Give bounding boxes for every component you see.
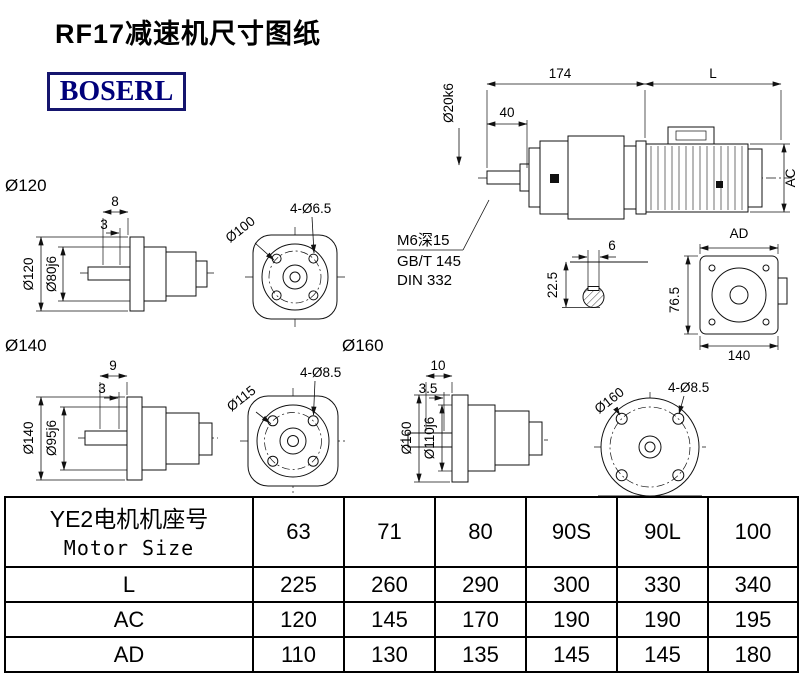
dim-10: 10 [430,358,445,373]
cell-L-100: 340 [707,566,799,603]
page-title: RF17减速机尺寸图纸 [55,19,322,49]
cell-AD-80: 135 [434,636,527,673]
dim-3b: 3 [98,381,106,396]
note-gbt145: GB/T 145 [397,253,461,270]
dim-40: 40 [499,105,514,120]
label-bolt-holes-140: 4-Ø8.5 [300,365,341,380]
cell-AD-100: 180 [707,636,799,673]
dim-140: 140 [728,348,751,363]
table-row-L: L 225 260 290 300 330 340 [4,566,799,603]
cell-AD-90l: 145 [616,636,709,673]
dim-d95j6: Ø95j6 [44,420,59,456]
dim-d120: Ø120 [21,257,36,290]
table-row-AD: AD 110 130 135 145 145 180 [4,636,799,673]
cell-L-80: 290 [434,566,527,603]
label-bolt-holes-160: 4-Ø8.5 [668,380,709,395]
dim-d80j6: Ø80j6 [44,256,59,292]
dim-AC: AC [783,168,798,187]
cell-L-71: 260 [343,566,436,603]
table-row-AC: AC 120 145 170 190 190 195 [4,601,799,638]
cell-AD-90s: 145 [525,636,618,673]
cell-L-90s: 300 [525,566,618,603]
cell-AD-63: 110 [252,636,345,673]
size140-side-view: Ø140 9 3 Ø140 [5,336,218,481]
dim-shaft-diameter: Ø20k6 [441,83,456,123]
section-label-120: Ø120 [5,176,47,195]
cell-L-63: 225 [252,566,345,603]
dimension-drawing: 174 L 40 Ø20k6 AC M6深15 GB/T [5,66,798,497]
motor-size-table: YE2电机机座号 Motor Size 63 71 80 90S 90L 100… [4,496,799,673]
dim-AD: AD [730,226,749,241]
motor-end-view: AD 76.5 140 [667,226,788,363]
cell-AC-100: 195 [707,601,799,638]
section-label-140: Ø140 [5,336,47,355]
cell-AD-71: 130 [343,636,436,673]
row-label-AD: AD [4,636,254,673]
dim-3-5: 3.5 [419,381,438,396]
row-label-L: L [4,566,254,603]
size-col-71: 71 [343,496,436,568]
cell-AC-71: 145 [343,601,436,638]
center-hole-note: M6深15 GB/T 145 DIN 332 [397,199,490,289]
cell-AC-90l: 190 [616,601,709,638]
size-col-63: 63 [252,496,345,568]
dim-9: 9 [109,358,117,373]
motor-size-label-cn: YE2电机机座号 [49,506,209,533]
size-col-90l: 90L [616,496,709,568]
dim-76-5: 76.5 [667,287,682,313]
dim-key-width: 6 [608,238,616,253]
dim-d160: Ø160 [399,421,414,454]
dim-L: L [709,66,717,81]
size-col-80: 80 [434,496,527,568]
dim-3: 3 [100,217,108,232]
size160-side-view: Ø160 10 3.5 Ø160 [342,336,548,483]
brand-logo: BOSERL [47,72,186,111]
size120-flange-view: 4-Ø6.5 Ø100 [223,201,345,327]
row-label-AC: AC [4,601,254,638]
motor-size-label-en: Motor Size [63,535,195,560]
section-label-160: Ø160 [342,336,384,355]
size120-side-view: Ø120 8 3 Ø120 [5,176,214,312]
dim-key-depth: 22.5 [545,272,560,298]
size-col-90s: 90S [525,496,618,568]
size160-flange-view: Ø160 4-Ø8.5 [592,380,709,497]
cell-AC-80: 170 [434,601,527,638]
dim-d110j6: Ø110j6 [422,417,437,460]
label-bolt-holes-120: 4-Ø6.5 [290,201,331,216]
label-bolt-circle-120: Ø100 [223,213,258,245]
cell-L-90l: 330 [616,566,709,603]
size140-flange-view: Ø115 4-Ø8.5 [224,365,346,494]
cell-AC-90s: 190 [525,601,618,638]
motor-size-header-cell: YE2电机机座号 Motor Size [4,496,254,568]
note-din332: DIN 332 [397,272,452,289]
size-col-100: 100 [707,496,799,568]
cell-AC-63: 120 [252,601,345,638]
table-header-row: YE2电机机座号 Motor Size 63 71 80 90S 90L 100 [4,496,799,568]
dim-174: 174 [549,66,572,81]
dim-d140: Ø140 [21,421,36,454]
note-m6: M6深15 [397,232,450,249]
shaft-key-section-view: 6 22.5 [545,238,648,308]
main-assembly-view: 174 L 40 Ø20k6 AC [441,66,798,220]
dim-8: 8 [111,194,119,209]
